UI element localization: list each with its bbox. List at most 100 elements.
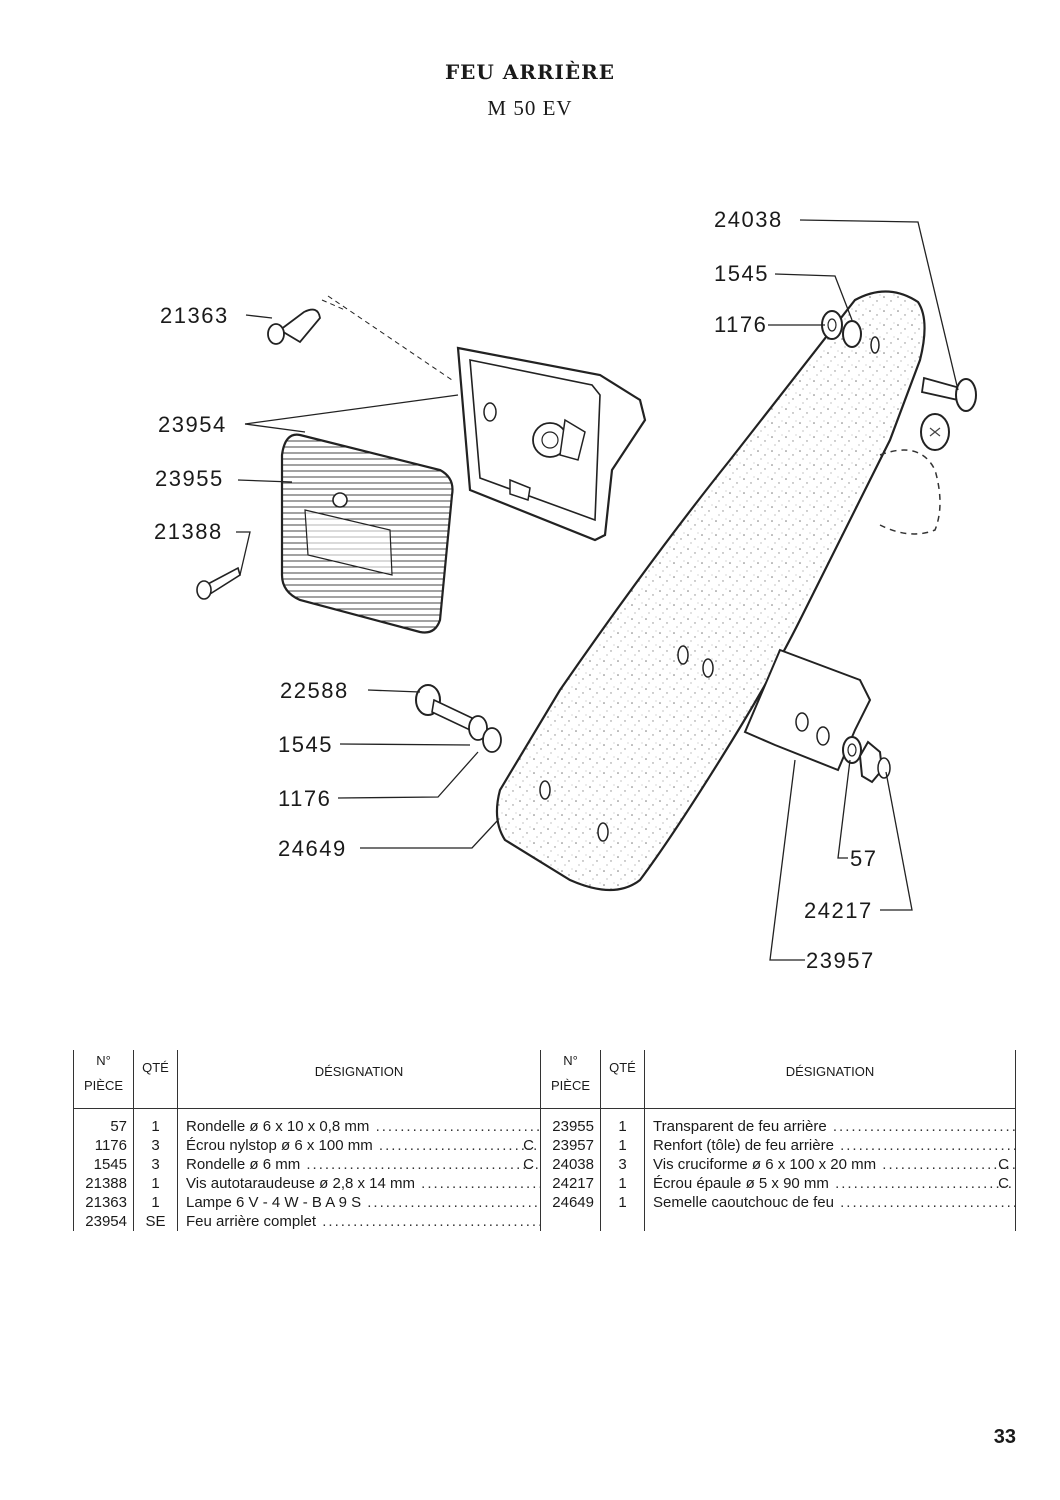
callout-22588: 22588 [280, 678, 349, 703]
reinforcement-plate-drawing [743, 648, 872, 772]
designation-text: Lampe 6 V - 4 W - B A 9 S [186, 1194, 362, 1211]
self-tapping-screw-drawing [196, 566, 241, 600]
callout-23954: 23954 [158, 412, 227, 437]
designation-text: Écrou épaule ø 5 x 90 mm [653, 1175, 829, 1192]
part-number-cell: 57 [73, 1108, 134, 1136]
leader-lines [236, 219, 959, 961]
callout-24649: 24649 [278, 836, 347, 861]
designation-text: Transparent de feu arrière [653, 1118, 827, 1135]
callout-21388: 21388 [154, 519, 223, 544]
designation-cell: Vis autotaraudeuse ø 2,8 x 14 mm .......… [177, 1174, 541, 1193]
designation-cell: Renfort (tôle) de feu arrière ..........… [644, 1136, 1016, 1155]
leader-dots: ........................................… [832, 1118, 1015, 1135]
part-number-cell: 24038 [540, 1155, 601, 1174]
part-number-cell [540, 1212, 601, 1231]
designation-text: Renfort (tôle) de feu arrière [653, 1137, 834, 1154]
part-number-cell: 23955 [540, 1108, 601, 1136]
lamp-bulb-drawing [267, 295, 453, 381]
leader-dots: ........................................… [300, 1156, 541, 1173]
parts-table: N° PIÈCE QTÉ DÉSIGNATION N° PIÈCE QTÉ DÉ… [73, 1050, 1016, 1231]
header-designation-left: DÉSIGNATION [177, 1050, 541, 1109]
callout-57: 57 [850, 846, 877, 871]
rubber-sole-drawing [495, 290, 926, 891]
parts-table-header: N° PIÈCE QTÉ DÉSIGNATION N° PIÈCE QTÉ DÉ… [73, 1050, 1016, 1109]
designation-text: Semelle caoutchouc de feu [653, 1194, 834, 1211]
screw-top-right-drawing [879, 376, 977, 535]
quantity-cell: 3 [600, 1155, 645, 1174]
supply-code: C [998, 1175, 1009, 1192]
callout-24217: 24217 [804, 898, 873, 923]
part-number-cell: 24217 [540, 1174, 601, 1193]
designation-text: Rondelle ø 6 x 10 x 0,8 mm [186, 1118, 370, 1135]
supply-code: C [998, 1156, 1009, 1173]
quantity-cell: 1 [133, 1174, 178, 1193]
callout-23957: 23957 [806, 948, 875, 973]
bolt-assembly-drawing [415, 684, 502, 753]
designation-cell: Transparent de feu arrière .............… [644, 1108, 1016, 1136]
light-housing-drawing [456, 346, 647, 542]
leader-dots: ........................................… [835, 1175, 1014, 1192]
quantity-cell: 3 [133, 1155, 178, 1174]
header-no-piece-right: N° PIÈCE [540, 1050, 601, 1109]
supply-code: C [523, 1137, 534, 1154]
quantity-cell [600, 1212, 645, 1231]
quantity-cell: SE [133, 1212, 178, 1231]
leader-dots: ........................................… [378, 1137, 541, 1154]
designation-cell: Feu arrière complet ....................… [177, 1212, 541, 1231]
callout-24038: 24038 [714, 207, 783, 232]
supply-code: C [523, 1156, 534, 1173]
quantity-cell: 1 [133, 1108, 178, 1136]
leader-dots: ........................................… [882, 1156, 1014, 1173]
callout-23955: 23955 [155, 466, 224, 491]
header-qte-right: QTÉ [600, 1050, 645, 1109]
part-number-cell: 21363 [73, 1193, 134, 1212]
designation-cell: Rondelle ø 6 mm C .......................… [177, 1155, 541, 1174]
page-title: FEU ARRIÈRE [444, 60, 616, 84]
designation-text: Feu arrière complet [186, 1213, 317, 1230]
designation-text: Vis cruciforme ø 6 x 100 x 20 mm [653, 1156, 877, 1173]
leader-dots: ........................................… [840, 1194, 1014, 1211]
page-number: 33 [993, 1426, 1016, 1448]
leader-dots: ........................................… [840, 1137, 1014, 1154]
page-subtitle: M 50 EV [487, 96, 573, 120]
header-qte-left: QTÉ [133, 1050, 178, 1109]
quantity-cell: 1 [600, 1193, 645, 1212]
part-number-cell: 23954 [73, 1212, 134, 1231]
leader-dots: ........................................… [421, 1175, 541, 1192]
quantity-cell: 3 [133, 1136, 178, 1155]
part-number-cell: 1176 [73, 1136, 134, 1155]
leader-dots: ........................................… [367, 1194, 540, 1211]
quantity-cell: 1 [133, 1193, 178, 1212]
lens-drawing [280, 433, 454, 634]
designation-cell: Rondelle ø 6 x 10 x 0,8 mm .............… [177, 1108, 541, 1136]
quantity-cell: 1 [600, 1136, 645, 1155]
callout-1176-bottom: 1176 [278, 786, 331, 811]
designation-cell: Semelle caoutchouc de feu ..............… [644, 1193, 1016, 1212]
callout-1176-top: 1176 [714, 312, 767, 337]
leader-dots: ........................................… [322, 1213, 540, 1230]
quantity-cell: 1 [600, 1108, 645, 1136]
designation-text: Vis autotaraudeuse ø 2,8 x 14 mm [186, 1175, 416, 1192]
header-no-piece-left: N° PIÈCE [73, 1050, 134, 1109]
designation-cell: Vis cruciforme ø 6 x 100 x 20 mm C ......… [644, 1155, 1016, 1174]
part-number-cell: 1545 [73, 1155, 134, 1174]
designation-text: Rondelle ø 6 mm [186, 1156, 301, 1173]
part-number-cell: 21388 [73, 1174, 134, 1193]
callout-1545-top: 1545 [714, 261, 769, 286]
quantity-cell: 1 [600, 1174, 645, 1193]
washer-nut-drawing [842, 736, 891, 784]
designation-cell: Lampe 6 V - 4 W - B A 9 S ..............… [177, 1193, 541, 1212]
header-designation-right: DÉSIGNATION [644, 1050, 1016, 1109]
part-number-cell: 24649 [540, 1193, 601, 1212]
designation-cell [644, 1212, 1016, 1231]
designation-cell: Écrou épaule ø 5 x 90 mm C ..............… [644, 1174, 1016, 1193]
callout-21363: 21363 [160, 303, 229, 328]
